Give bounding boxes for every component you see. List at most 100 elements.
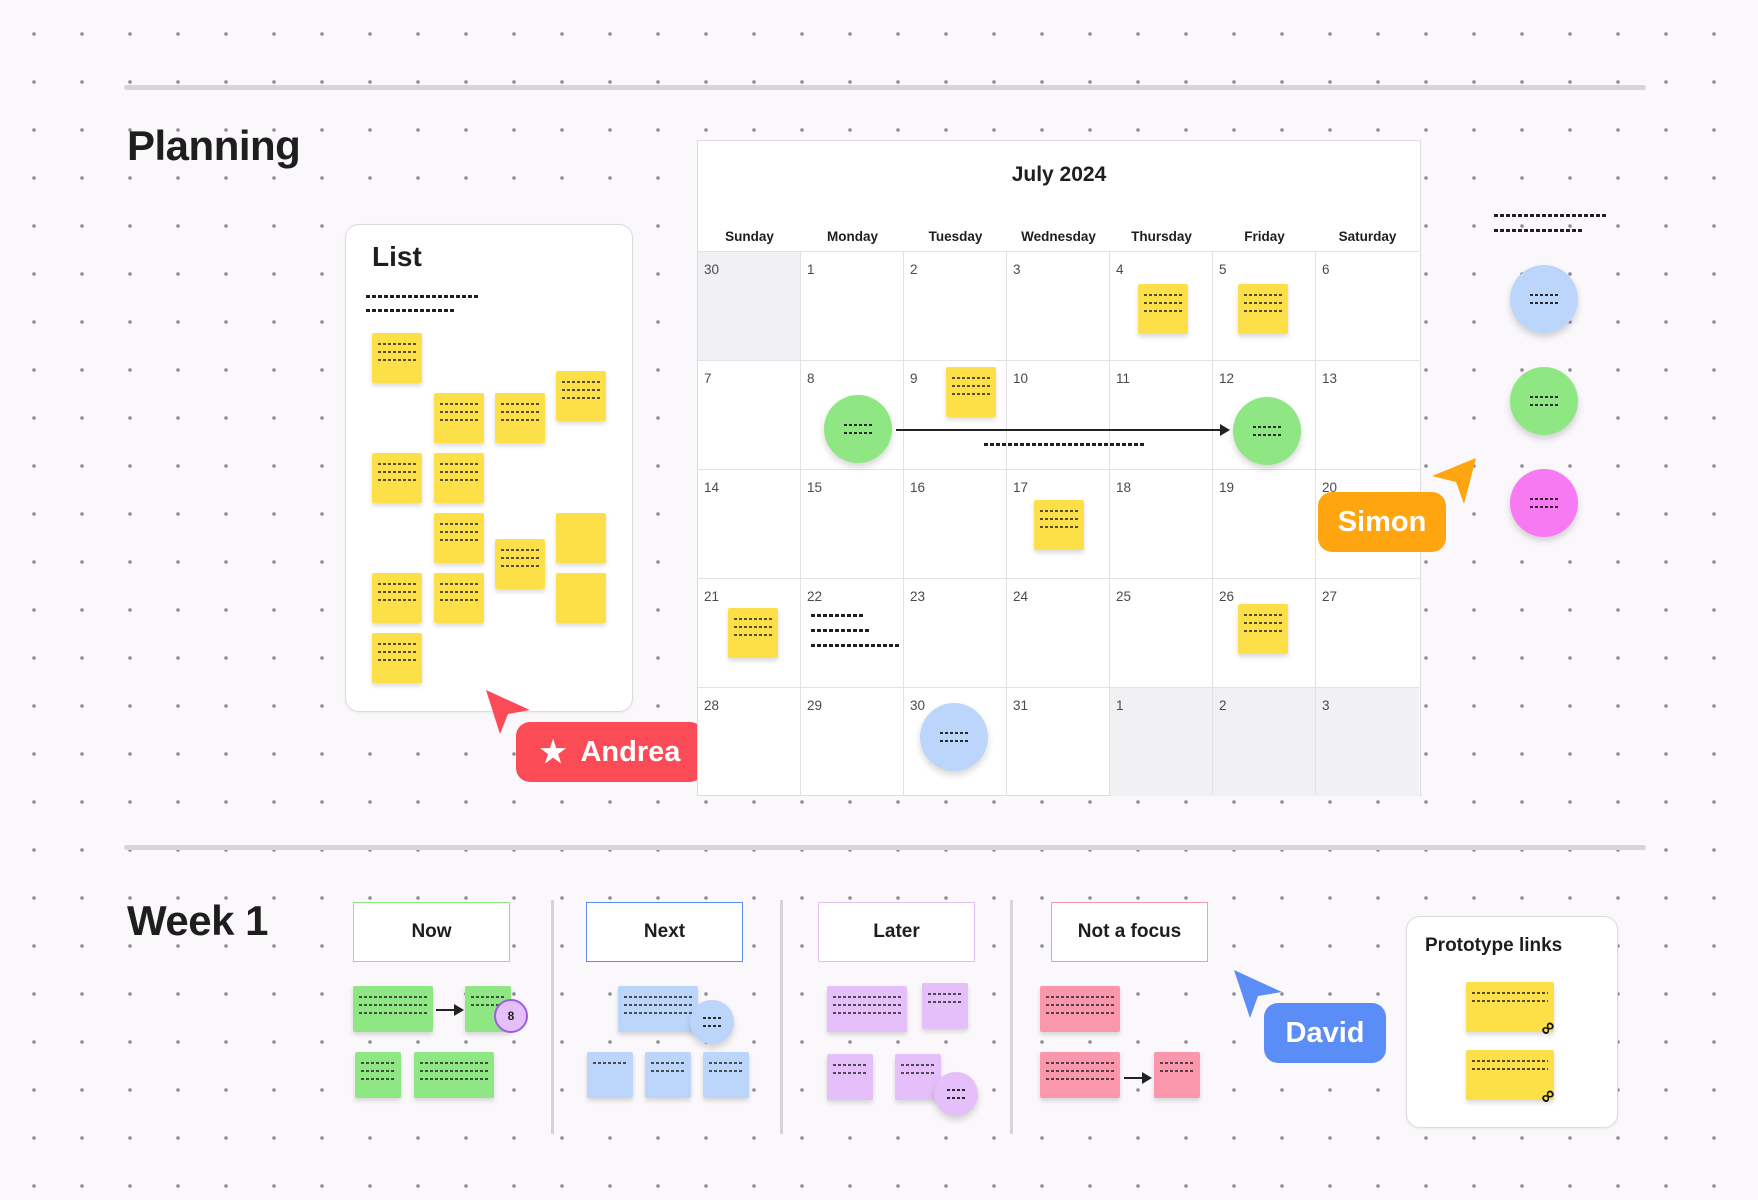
sticky-note[interactable]: [728, 608, 778, 658]
sticky-note[interactable]: [465, 986, 511, 1032]
connector-arrow[interactable]: [896, 429, 1222, 431]
sticky-note[interactable]: [618, 986, 698, 1032]
calendar-day[interactable]: 15: [801, 469, 904, 578]
sticky-note[interactable]: [1466, 1050, 1554, 1100]
calendar-day[interactable]: 13: [1316, 360, 1419, 469]
day-number: 26: [1219, 589, 1235, 604]
calendar-day[interactable]: 29: [801, 687, 904, 796]
sticky-note[interactable]: [827, 986, 907, 1032]
calendar-day[interactable]: 10: [1007, 360, 1110, 469]
calendar-day[interactable]: 4: [1110, 251, 1213, 360]
column-header-not-a-focus[interactable]: Not a focus: [1051, 902, 1208, 962]
column-header-next[interactable]: Next: [586, 902, 743, 962]
calendar-day[interactable]: 25: [1110, 578, 1213, 687]
calendar-day[interactable]: 18: [1110, 469, 1213, 578]
note-scribble: [811, 629, 869, 632]
sticky-note[interactable]: [353, 986, 433, 1032]
sticky-note[interactable]: [922, 983, 968, 1029]
calendar-day[interactable]: 19: [1213, 469, 1316, 578]
circle-note[interactable]: [1510, 265, 1578, 333]
calendar-day[interactable]: 26: [1213, 578, 1316, 687]
calendar-day[interactable]: 23: [904, 578, 1007, 687]
sticky-note[interactable]: [434, 573, 484, 623]
sticky-note[interactable]: [1034, 500, 1084, 550]
sticky-note[interactable]: [355, 1052, 401, 1098]
calendar-day[interactable]: 3: [1316, 687, 1419, 796]
sticky-note[interactable]: [827, 1054, 873, 1100]
calendar-day[interactable]: 24: [1007, 578, 1110, 687]
calendar-day[interactable]: 6: [1316, 251, 1419, 360]
calendar-day[interactable]: 8: [801, 360, 904, 469]
sticky-note[interactable]: [1466, 982, 1554, 1032]
weekday-label: Monday: [826, 229, 878, 244]
calendar-day[interactable]: 2: [1213, 687, 1316, 796]
sticky-note[interactable]: [1238, 284, 1288, 334]
sticky-note[interactable]: [372, 333, 422, 383]
sticky-note[interactable]: [495, 393, 545, 443]
sticky-note[interactable]: [1238, 604, 1288, 654]
weekday-label: Wednesday: [1021, 229, 1096, 244]
sticky-note[interactable]: [434, 453, 484, 503]
calendar-day[interactable]: 11: [1110, 360, 1213, 469]
comment-badge[interactable]: 8: [494, 999, 528, 1033]
sticky-note[interactable]: [414, 1052, 494, 1098]
list-card[interactable]: List: [345, 224, 633, 712]
calendar-day[interactable]: 1: [801, 251, 904, 360]
circle-note[interactable]: [1510, 469, 1578, 537]
sticky-note[interactable]: [645, 1052, 691, 1098]
connector-arrow[interactable]: [1124, 1077, 1144, 1079]
sticky-note[interactable]: [372, 453, 422, 503]
calendar-day[interactable]: 17: [1007, 469, 1110, 578]
calendar-day[interactable]: 28: [698, 687, 801, 796]
circle-note[interactable]: [1233, 397, 1301, 465]
sticky-note[interactable]: [495, 539, 545, 589]
planning-title: Planning: [127, 122, 301, 169]
sticky-note[interactable]: [372, 633, 422, 683]
calendar-day[interactable]: 22: [801, 578, 904, 687]
sticky-note[interactable]: [372, 573, 422, 623]
calendar-day[interactable]: 7: [698, 360, 801, 469]
prototype-links-card[interactable]: Prototype links ∞ ∞: [1406, 916, 1618, 1128]
sticky-note[interactable]: [1138, 284, 1188, 334]
circle-note[interactable]: [920, 703, 988, 771]
calendar-day[interactable]: 27: [1316, 578, 1419, 687]
sticky-note[interactable]: [434, 513, 484, 563]
calendar-day[interactable]: 1: [1110, 687, 1213, 796]
sticky-note[interactable]: [556, 573, 606, 623]
weekday-label: Friday: [1244, 229, 1285, 244]
day-number: 30: [910, 698, 926, 713]
calendar-day[interactable]: 12: [1213, 360, 1316, 469]
sticky-note[interactable]: [703, 1052, 749, 1098]
calendar-day[interactable]: 21: [698, 578, 801, 687]
sticky-note[interactable]: [556, 513, 606, 563]
circle-note[interactable]: [824, 395, 892, 463]
sticky-note[interactable]: [895, 1054, 941, 1100]
calendar-day[interactable]: 31: [1007, 687, 1110, 796]
day-number: 4: [1116, 262, 1124, 277]
calendar-day[interactable]: 3: [1007, 251, 1110, 360]
calendar-day[interactable]: 14: [698, 469, 801, 578]
calendar-day[interactable]: 30: [904, 687, 1007, 796]
calendar-day[interactable]: 20: [1316, 469, 1419, 578]
calendar-day[interactable]: 9: [904, 360, 1007, 469]
sticky-note[interactable]: [556, 371, 606, 421]
calendar-day[interactable]: 30: [698, 251, 801, 360]
day-number: 18: [1116, 480, 1132, 495]
sticky-note[interactable]: [946, 367, 996, 417]
column-header-now[interactable]: Now: [353, 902, 510, 962]
sticky-note[interactable]: [1154, 1052, 1200, 1098]
calendar[interactable]: July 2024 Sunday Monday Tuesday Wednesda…: [697, 140, 1421, 796]
calendar-day[interactable]: 5: [1213, 251, 1316, 360]
circle-note[interactable]: [690, 1000, 734, 1044]
day-number: 7: [704, 371, 712, 386]
calendar-day[interactable]: 2: [904, 251, 1007, 360]
sticky-note[interactable]: [587, 1052, 633, 1098]
circle-note[interactable]: [1510, 367, 1578, 435]
connector-arrow[interactable]: [436, 1009, 456, 1011]
column-header-later[interactable]: Later: [818, 902, 975, 962]
sticky-note[interactable]: [434, 393, 484, 443]
circle-note[interactable]: [934, 1072, 978, 1116]
sticky-note[interactable]: [1040, 986, 1120, 1032]
sticky-note[interactable]: [1040, 1052, 1120, 1098]
calendar-day[interactable]: 16: [904, 469, 1007, 578]
